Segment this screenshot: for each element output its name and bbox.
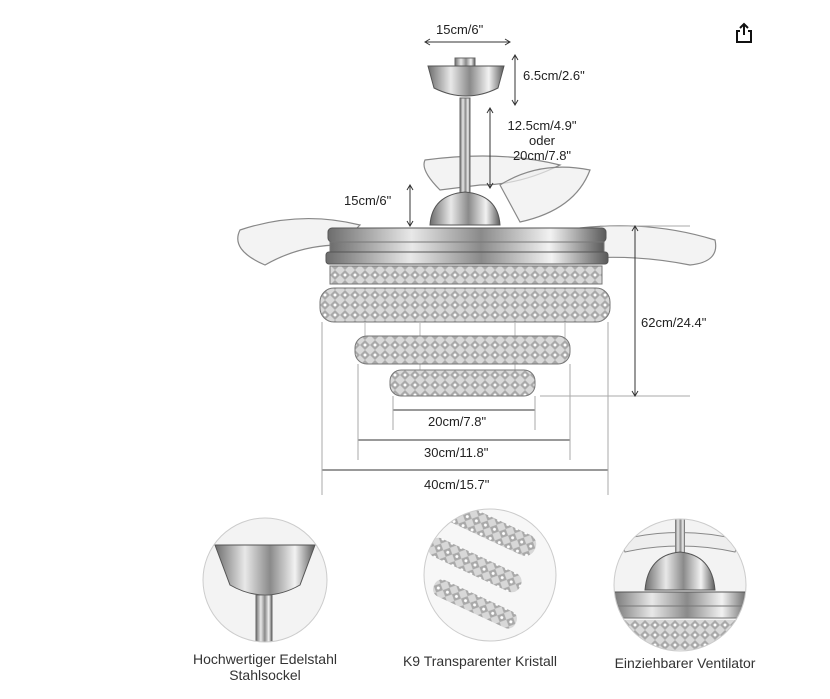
canopy	[427, 57, 505, 226]
total-height-label: 62cm/24.4"	[641, 315, 707, 330]
feature-steel-line1: Hochwertiger Edelstahl	[193, 651, 337, 667]
crystal-rings	[319, 265, 611, 397]
ring-small-label: 20cm/7.8"	[428, 414, 487, 429]
detail-retractable-fan	[614, 519, 746, 651]
canopy-height-label: 6.5cm/2.6"	[523, 68, 585, 83]
feature-crystal: K9 Transparenter Kristall	[402, 653, 558, 669]
feature-fan: Einziehbarer Ventilator	[614, 655, 756, 671]
rod-length-2-label: 20cm/7.8"	[512, 148, 572, 163]
motor-height-label: 15cm/6"	[344, 193, 392, 208]
feature-steel-line2: Stahlsockel	[229, 667, 301, 683]
detail-steel-base	[203, 518, 327, 642]
canopy-width-label: 15cm/6"	[436, 22, 484, 37]
ring-medium-label: 30cm/11.8"	[424, 445, 489, 460]
rod-or-label: oder	[528, 133, 556, 148]
dimension-lines	[321, 38, 690, 495]
ring-large-label: 40cm/15.7"	[424, 477, 490, 492]
detail-k9-crystal	[424, 509, 556, 641]
share-button[interactable]	[733, 22, 755, 44]
rod-length-1-label: 12.5cm/4.9"	[507, 118, 577, 133]
motor-ring	[325, 227, 609, 265]
share-icon	[736, 22, 752, 43]
